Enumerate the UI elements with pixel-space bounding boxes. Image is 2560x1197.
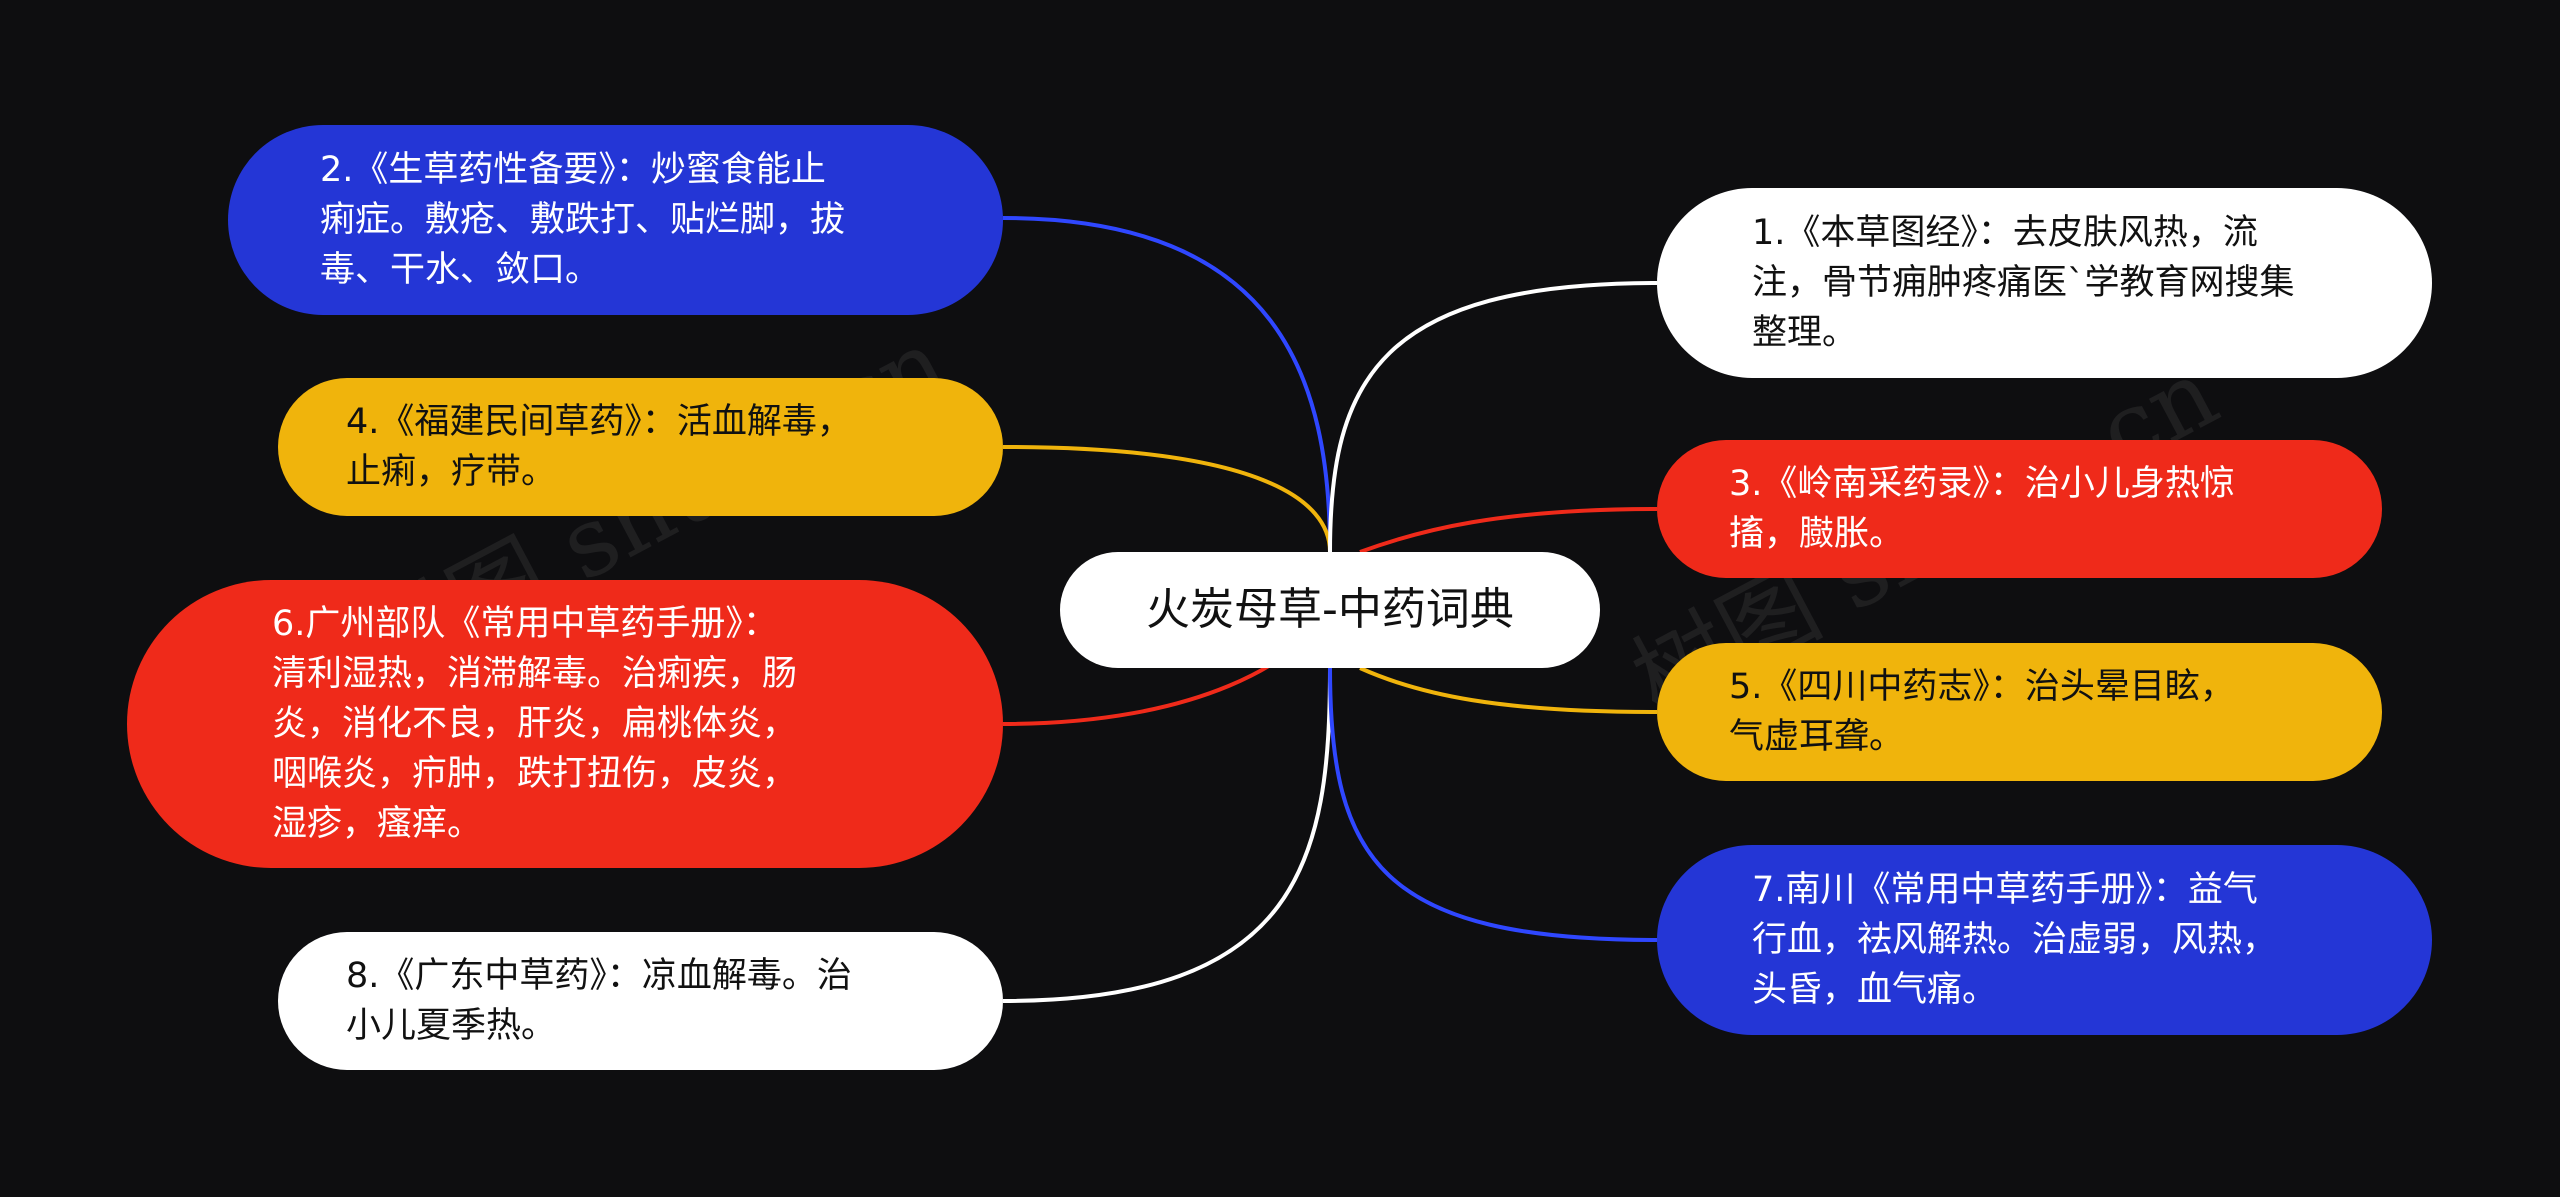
topic-node-text: 7.南川《常用中草药手册》：益气 行血，祛风解热。治虚弱，风热， 头昏，血气痛。 (1752, 870, 2278, 1010)
connector-n3 (1359, 507, 1658, 554)
connector-n8 (1002, 667, 1332, 1003)
topic-node-7[interactable]: 7.南川《常用中草药手册》：益气 行血，祛风解热。治虚弱，风热， 头昏，血气痛。 (1657, 845, 2432, 1035)
central-topic-label: 火炭母草-中药词典 (1146, 584, 1514, 635)
topic-node-text: 1.《本草图经》：去皮肤风热，流 注，骨节痈肿疼痛医`学教育网搜集 整理。 (1752, 213, 2295, 353)
topic-node-1[interactable]: 1.《本草图经》：去皮肤风热，流 注，骨节痈肿疼痛医`学教育网搜集 整理。 (1657, 188, 2432, 378)
topic-node-text: 8.《广东中草药》：凉血解毒。治 小儿夏季热。 (346, 956, 852, 1046)
topic-node-text: 5.《四川中药志》：治头晕目眩， 气虚耳聋。 (1729, 667, 2235, 757)
topic-node-6[interactable]: 6.广州部队《常用中草药手册》： 清利湿热，消滞解毒。治痢疾，肠 炎，消化不良，… (127, 580, 1003, 868)
topic-node-4[interactable]: 4.《福建民间草药》：活血解毒， 止痢，疗带。 (278, 378, 1003, 516)
topic-node-5[interactable]: 5.《四川中药志》：治头晕目眩， 气虚耳聋。 (1657, 643, 2382, 781)
topic-node-text: 3.《岭南采药录》：治小儿身热惊 搐，臌胀。 (1729, 464, 2235, 554)
topic-node-2[interactable]: 2.《生草药性备要》：炒蜜食能止 痢症。敷疮、敷跌打、贴烂脚，拔 毒、干水、敛口… (228, 125, 1003, 315)
connector-n7 (1328, 667, 1658, 942)
topic-node-text: 6.广州部队《常用中草药手册》： 清利湿热，消滞解毒。治痢疾，肠 炎，消化不良，… (272, 604, 798, 844)
connector-n5 (1359, 666, 1658, 714)
topic-node-3[interactable]: 3.《岭南采药录》：治小儿身热惊 搐，臌胀。 (1657, 440, 2382, 578)
topic-node-text: 4.《福建民间草药》：活血解毒， 止痢，疗带。 (346, 402, 852, 492)
topic-node-8[interactable]: 8.《广东中草药》：凉血解毒。治 小儿夏季热。 (278, 932, 1003, 1070)
connector-n1 (1328, 281, 1658, 553)
connector-n2 (1002, 216, 1332, 553)
central-topic[interactable]: 火炭母草-中药词典 (1060, 552, 1600, 668)
connector-n4 (1002, 445, 1332, 553)
topic-node-text: 2.《生草药性备要》：炒蜜食能止 痢症。敷疮、敷跌打、贴烂脚，拔 毒、干水、敛口… (320, 150, 846, 290)
